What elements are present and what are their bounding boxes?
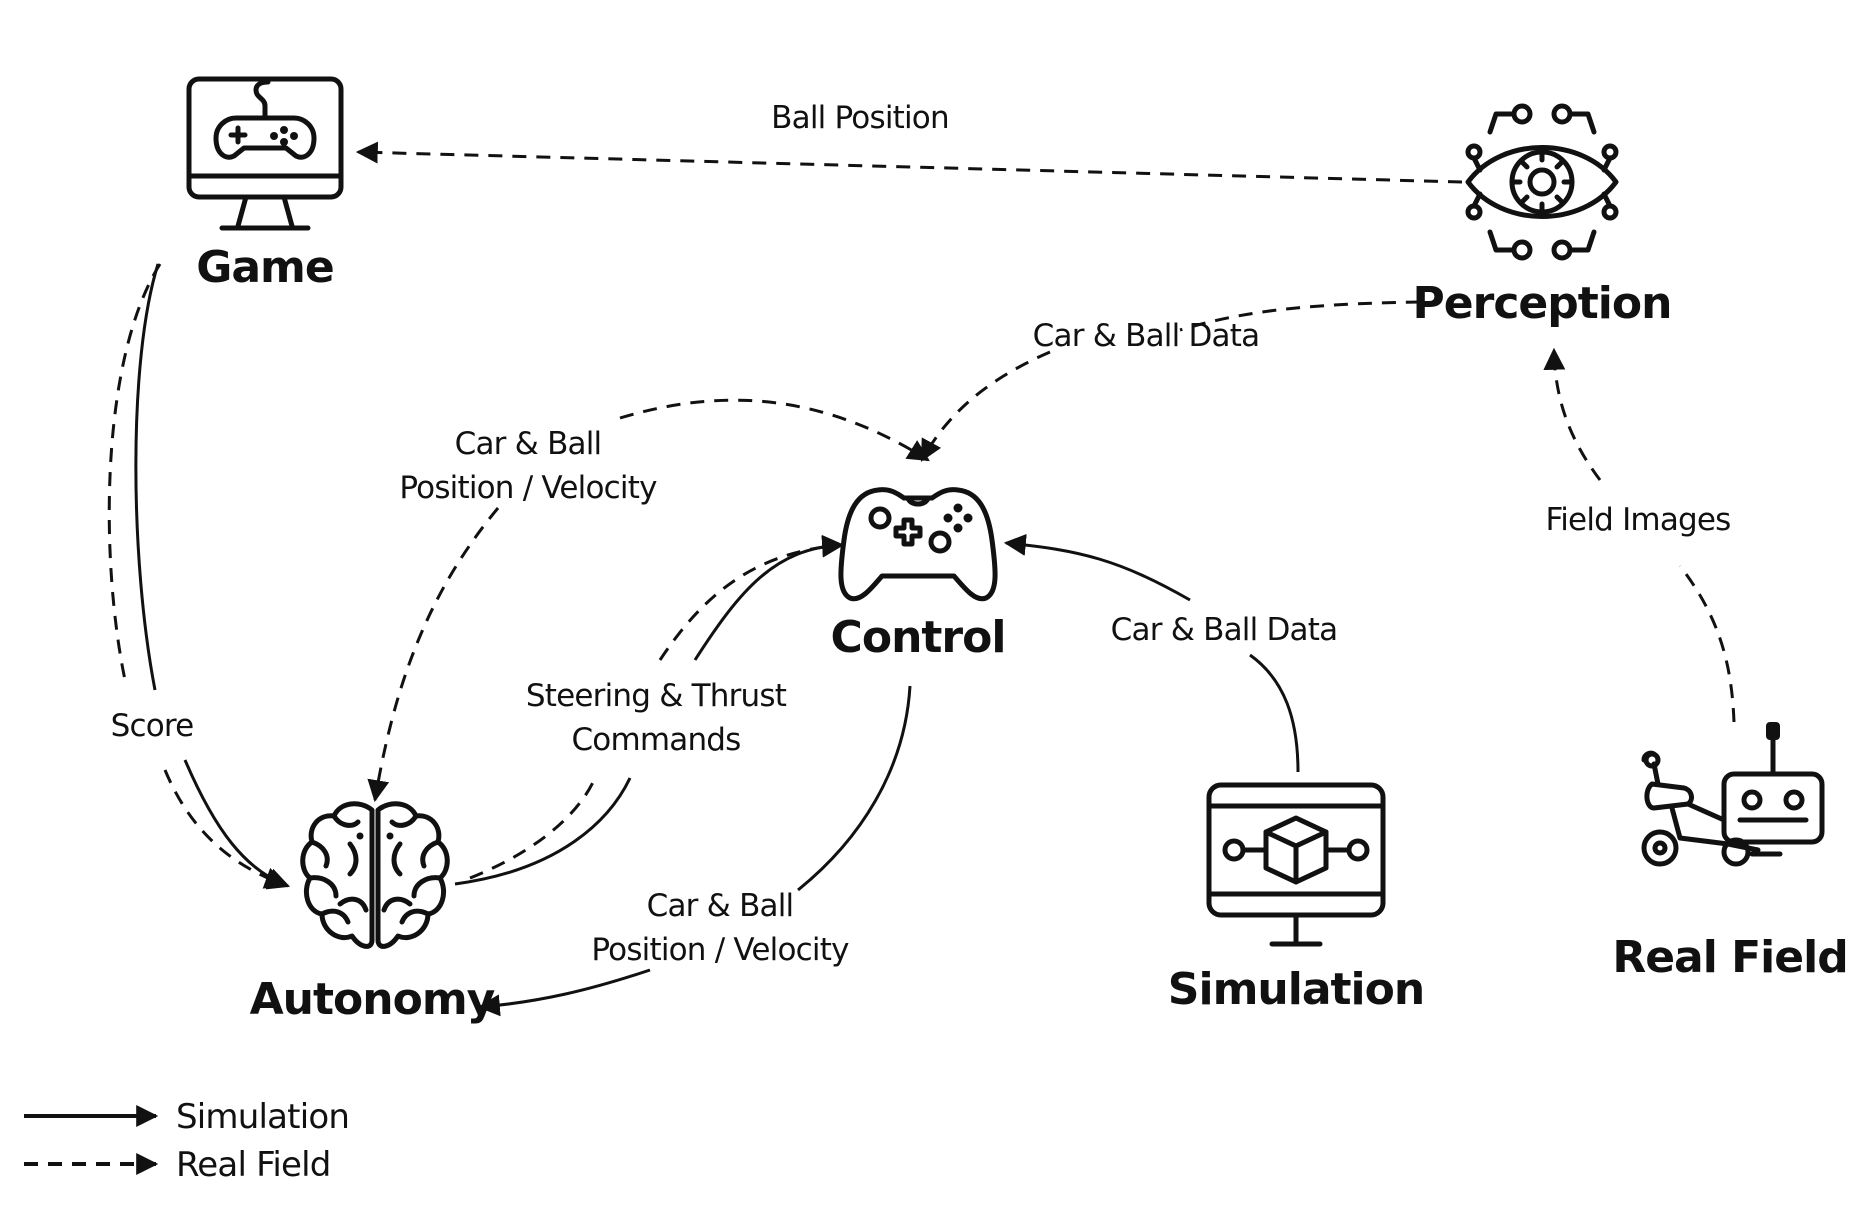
edges [107, 141, 1736, 1007]
node-label-game: Game [196, 242, 334, 293]
edge-score-solid [134, 263, 288, 886]
edge-control-autonomy-dashed [367, 507, 500, 803]
edge-label-pos-vel-bottom-line2: Position / Velocity [591, 932, 849, 968]
edge-field-images [1554, 350, 1736, 723]
edge-label-car-ball-data-perception: Car & Ball Data [1033, 318, 1260, 354]
node-label-perception: Perception [1413, 278, 1672, 329]
legend-label-simulation: Simulation [176, 1097, 349, 1137]
edge-label-pos-vel-top-line1: Car & Ball [455, 426, 602, 462]
edge-score-dashed [107, 263, 285, 885]
edge-label-field-images: Field Images [1545, 502, 1730, 538]
edge-label-score: Score [111, 708, 194, 744]
edge-label-ball-position: Ball Position [771, 100, 949, 136]
edge-autonomy-control-top [619, 398, 930, 462]
gamepad-icon [838, 487, 998, 602]
edge-simulation-control [1006, 543, 1300, 773]
node-label-control: Control [831, 612, 1006, 663]
edge-perception-control [922, 300, 1421, 460]
rc-car-icon [1641, 722, 1825, 867]
node-label-simulation: Simulation [1168, 964, 1424, 1015]
edge-label-pos-vel-top-line2: Position / Velocity [399, 470, 657, 506]
edge-label-steering-line2: Commands [571, 722, 740, 758]
eye-circuit-icon [1465, 103, 1619, 261]
edge-label-steering-line1: Steering & Thrust [526, 678, 787, 714]
edge-ball-position [355, 141, 1463, 184]
node-label-autonomy: Autonomy [250, 974, 495, 1025]
game-monitor-icon [186, 76, 344, 231]
node-label-real-field: Real Field [1612, 932, 1847, 983]
edge-control-autonomy-bottom [480, 685, 912, 1007]
legend: Simulation Real Field [24, 1097, 350, 1185]
edge-label-car-ball-data-sim: Car & Ball Data [1111, 612, 1338, 648]
edge-label-pos-vel-bottom-line1: Car & Ball [647, 888, 794, 924]
brain-icon [300, 801, 450, 949]
edge-steering-solid [454, 545, 842, 886]
legend-label-real-field: Real Field [176, 1145, 331, 1185]
simulation-monitor-icon [1206, 782, 1386, 947]
edge-steering-dashed [469, 545, 842, 880]
